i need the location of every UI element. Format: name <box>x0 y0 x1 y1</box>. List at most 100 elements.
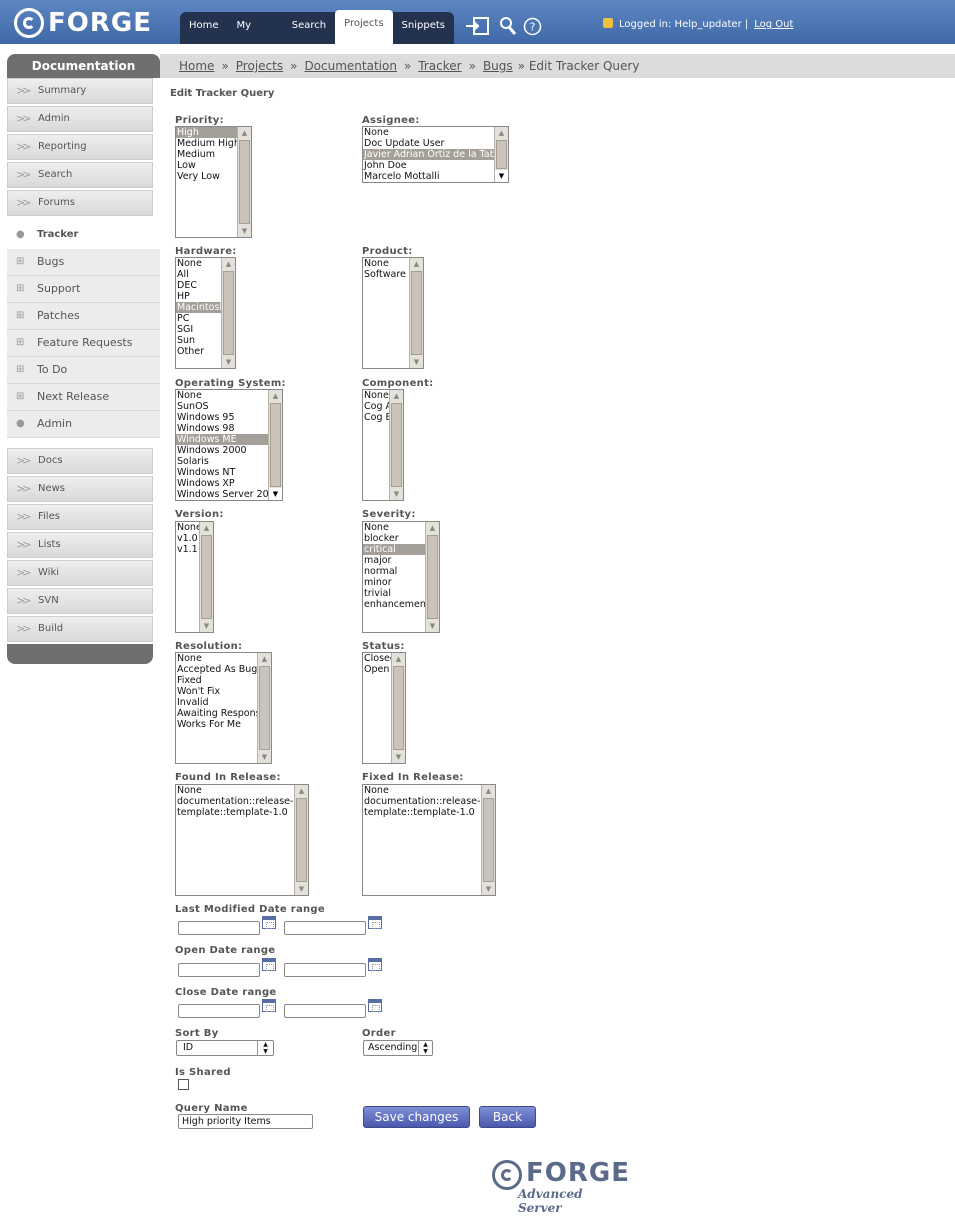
scroll-thumb[interactable] <box>270 403 281 487</box>
sidebar-subitem-patches[interactable]: ⊞Patches <box>7 303 160 330</box>
save-changes-button[interactable]: Save changes <box>363 1106 470 1128</box>
list-option[interactable]: Won't Fix <box>177 686 221 697</box>
list-option[interactable]: v1.1 <box>177 544 198 555</box>
list-option[interactable]: normal <box>364 566 398 577</box>
back-button[interactable]: Back <box>479 1106 536 1128</box>
sidebar-item-admin[interactable]: >>Admin <box>7 106 153 132</box>
help-icon[interactable]: ? <box>523 17 542 40</box>
tab-snippets[interactable]: Snippets <box>401 20 445 31</box>
scroll-up-arrow-icon[interactable]: ▲ <box>203 524 210 532</box>
scrollbar[interactable]: ▲▼ <box>494 127 508 182</box>
calendar-icon[interactable] <box>262 916 276 929</box>
list-option[interactable]: Fixed <box>177 675 202 686</box>
scrollbar[interactable]: ▲▼ <box>221 258 235 368</box>
scroll-up-arrow-icon[interactable]: ▲ <box>225 260 232 268</box>
list-option[interactable]: Windows 2000 <box>177 445 247 456</box>
scroll-up-arrow-icon[interactable]: ▲ <box>485 787 492 795</box>
sidebar-subitem-feature-requests[interactable]: ⊞Feature Requests <box>7 330 160 357</box>
list-option[interactable]: Marcelo Mottalli <box>364 171 440 182</box>
logout-link[interactable]: Log Out <box>754 19 794 30</box>
breadcrumb-projects[interactable]: Projects <box>235 59 284 73</box>
list-option[interactable]: minor <box>364 577 392 588</box>
list-option[interactable]: template::template-1.0 <box>177 807 288 818</box>
list-option[interactable]: None <box>364 390 389 401</box>
calendar-icon[interactable] <box>368 999 382 1012</box>
scroll-thumb[interactable] <box>296 798 307 882</box>
scrollbar[interactable]: ▲▼ <box>257 653 271 763</box>
sidebar-item-summary[interactable]: >>Summary <box>7 78 153 104</box>
calendar-icon[interactable] <box>368 958 382 971</box>
list-option[interactable]: Javier Adrian Ortiz de la Tabla <box>363 149 494 160</box>
scroll-down-arrow-icon[interactable]: ▼ <box>485 885 492 893</box>
scroll-up-arrow-icon[interactable]: ▲ <box>498 129 505 137</box>
list-option[interactable]: Open <box>364 664 390 675</box>
is-shared-checkbox[interactable] <box>178 1079 189 1090</box>
list-option[interactable]: Sun <box>177 335 196 346</box>
list-option[interactable]: Other <box>177 346 204 357</box>
order-select[interactable]: Ascending▲▼ <box>363 1040 433 1056</box>
sidebar-item-files[interactable]: >>Files <box>7 504 153 530</box>
scrollbar[interactable]: ▲▼ <box>268 390 282 500</box>
scrollbar[interactable]: ▲▼ <box>389 390 403 500</box>
scroll-thumb[interactable] <box>427 535 438 619</box>
list-option[interactable]: Medium High <box>177 138 237 149</box>
open-date-to-input[interactable] <box>284 963 366 977</box>
list-option[interactable]: major <box>364 555 392 566</box>
scroll-up-arrow-icon[interactable]: ▲ <box>241 129 248 137</box>
list-option[interactable]: Cog B <box>364 412 389 423</box>
list-option[interactable]: SGI <box>177 324 194 335</box>
breadcrumb-bugs[interactable]: Bugs <box>482 59 513 73</box>
list-option[interactable]: None <box>177 390 202 401</box>
list-option[interactable]: enhancement <box>364 599 425 610</box>
last-modified-from-input[interactable] <box>178 921 260 935</box>
list-option[interactable]: Windows 95 <box>177 412 235 423</box>
sidebar-subitem-admin[interactable]: ●Admin <box>7 411 160 438</box>
sidebar-item-docs[interactable]: >>Docs <box>7 448 153 474</box>
breadcrumb-documentation[interactable]: Documentation <box>304 59 397 73</box>
list-option[interactable]: HP <box>177 291 190 302</box>
list-option[interactable]: documentation::release-1.0 <box>177 796 294 807</box>
sidebar-subitem-bugs[interactable]: ⊞Bugs <box>7 249 160 276</box>
scroll-down-arrow-icon[interactable]: ▼ <box>413 358 420 366</box>
fixed-in-release-listbox[interactable]: Nonedocumentation::release-1.0template::… <box>362 784 496 896</box>
sidebar-subitem-next-release[interactable]: ⊞Next Release <box>7 384 160 411</box>
calendar-icon[interactable] <box>368 916 382 929</box>
scroll-up-arrow-icon[interactable]: ▲ <box>298 787 305 795</box>
scroll-thumb[interactable] <box>259 666 270 750</box>
list-option[interactable]: John Doe <box>364 160 407 171</box>
list-option[interactable]: Cog A <box>364 401 389 412</box>
scroll-thumb[interactable] <box>391 403 402 487</box>
list-option[interactable]: None <box>364 127 389 138</box>
list-option[interactable]: Works For Me <box>177 719 241 730</box>
tab-projects[interactable]: Projects <box>335 10 393 44</box>
scroll-thumb[interactable] <box>411 271 422 355</box>
scroll-down-arrow-icon[interactable]: ▼ <box>225 358 232 366</box>
list-option[interactable]: None <box>177 522 199 533</box>
tab-home[interactable]: Home <box>189 20 219 31</box>
sidebar-item-svn[interactable]: >>SVN <box>7 588 153 614</box>
list-option[interactable]: None <box>177 785 202 796</box>
list-option[interactable]: blocker <box>364 533 399 544</box>
calendar-icon[interactable] <box>262 999 276 1012</box>
sort-by-select[interactable]: ID▲▼ <box>176 1040 274 1056</box>
list-option[interactable]: High <box>176 127 237 138</box>
scroll-up-arrow-icon[interactable]: ▲ <box>393 392 400 400</box>
list-option[interactable]: Solaris <box>177 456 209 467</box>
scroll-down-arrow-icon[interactable]: ▼ <box>298 885 305 893</box>
list-option[interactable]: Doc Update User <box>364 138 445 149</box>
list-option[interactable]: Closed <box>364 653 391 664</box>
last-modified-to-input[interactable] <box>284 921 366 935</box>
list-option[interactable]: Low <box>177 160 196 171</box>
breadcrumb-tracker[interactable]: Tracker <box>418 59 462 73</box>
sidebar-subitem-to-do[interactable]: ⊞To Do <box>7 357 160 384</box>
forge-logo[interactable]: FORGE <box>14 7 152 39</box>
scroll-thumb[interactable] <box>223 271 234 355</box>
scroll-down-arrow-icon[interactable]: ▼ <box>429 622 436 630</box>
scroll-down-arrow-icon[interactable]: ▼ <box>203 622 210 630</box>
list-option[interactable]: None <box>177 653 202 664</box>
sidebar-item-wiki[interactable]: >>Wiki <box>7 560 153 586</box>
list-option[interactable]: trivial <box>364 588 391 599</box>
